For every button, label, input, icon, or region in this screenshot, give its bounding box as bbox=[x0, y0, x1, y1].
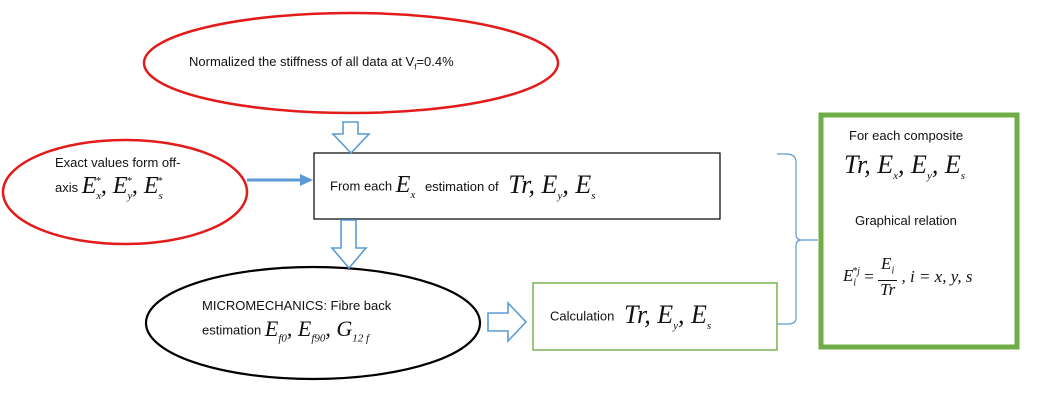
calculation-box bbox=[532, 282, 778, 351]
result-title: For each composite bbox=[849, 128, 964, 143]
from-each-label: From each Ex estimation of Tr, Ey, Es bbox=[330, 170, 596, 203]
normalize-ellipse bbox=[142, 11, 560, 115]
exact-values-line2: axis Ex*, Ey*, Es* bbox=[55, 173, 163, 202]
curly-brace bbox=[777, 153, 818, 325]
result-formula: Ei*j = Ei Tr , i = x, y, s bbox=[843, 254, 973, 300]
hollow-arrow-down-top bbox=[331, 121, 371, 155]
result-vars: Tr, Ex, Ey, Es bbox=[844, 150, 965, 183]
exact-values-math: Ex*, Ey*, Es* bbox=[81, 173, 163, 202]
result-box bbox=[818, 112, 1020, 350]
normalize-label: Normalized the stiffness of all data at … bbox=[189, 54, 454, 72]
hollow-arrow-down-middle bbox=[330, 219, 368, 270]
micromechanics-line1: MICROMECHANICS: Fibre back bbox=[202, 298, 392, 313]
result-subtitle: Graphical relation bbox=[855, 213, 957, 228]
exact-values-line1: Exact values form off- bbox=[55, 155, 181, 170]
micromechanics-line2: estimation Ef0, Ef90, G12 f bbox=[202, 316, 370, 345]
calculation-label: Calculation Tr, Ey, Es bbox=[550, 300, 712, 333]
hollow-arrow-right bbox=[487, 300, 528, 344]
solid-arrow-right bbox=[247, 174, 313, 186]
exact-values-ellipse bbox=[1, 138, 249, 246]
micromechanics-ellipse bbox=[144, 265, 482, 381]
from-each-box bbox=[313, 152, 721, 220]
